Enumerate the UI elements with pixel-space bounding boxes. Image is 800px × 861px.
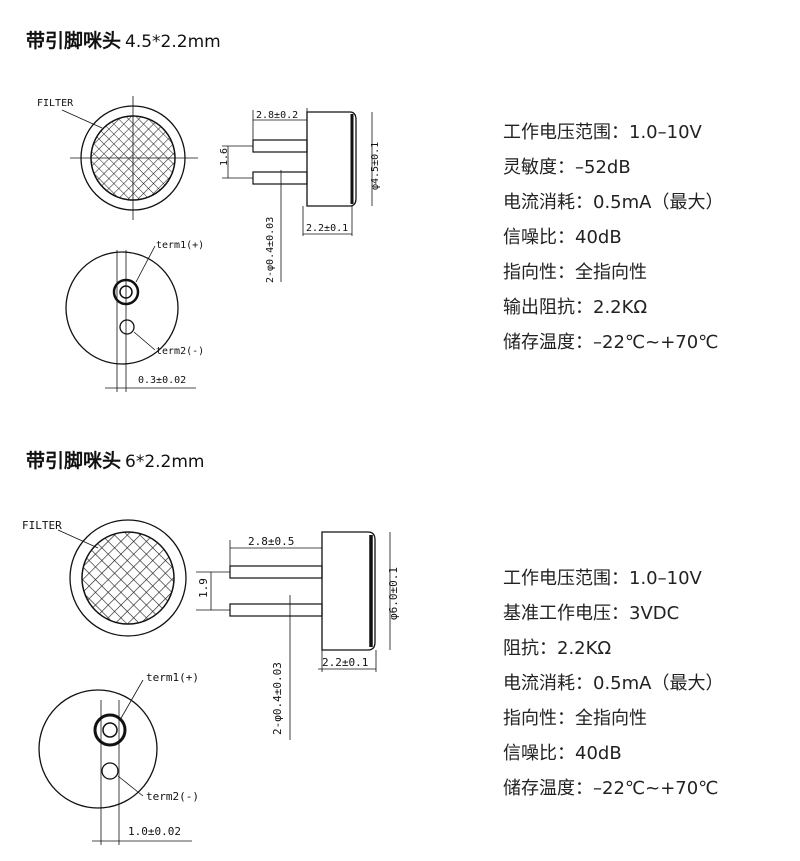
section1-height-label: 2.2±0.1 xyxy=(306,223,348,234)
section2-pin-length-label: 2.8±0.5 xyxy=(248,535,294,548)
section1-pin-length-label: 2.8±0.2 xyxy=(256,110,298,121)
section1-spec-list: 工作电压范围：1.0–10V 灵敏度：–52dB 电流消耗：0.5mA（最大） … xyxy=(503,115,723,360)
spec-item: 电流消耗：0.5mA（最大） xyxy=(503,673,724,694)
section1-dimension: 4.5*2.2mm xyxy=(125,32,221,52)
section2-pin-dia-label: 2-φ0.4±0.03 xyxy=(271,662,284,735)
section2-diameter-label: φ6.0±0.1 xyxy=(387,567,400,620)
spec-item: 储存温度：–22℃~+70℃ xyxy=(503,332,719,353)
spec-item: 基准工作电压：3VDC xyxy=(503,603,680,624)
section2-filter-label: FILTER xyxy=(22,519,62,532)
section1-diameter-label: φ4.5±0.1 xyxy=(370,142,381,190)
section1-pin-pitch-label: 0.3±0.02 xyxy=(138,375,186,386)
section2-term1-label: term1(+) xyxy=(146,671,199,684)
section1-title-text: 带引脚咪头 xyxy=(26,30,122,52)
spec-item: 灵敏度：–52dB xyxy=(503,157,631,178)
spec-item: 工作电压范围：1.0–10V xyxy=(503,122,702,143)
spec-item: 电流消耗：0.5mA（最大） xyxy=(503,192,724,213)
section2-pin-pitch-label: 1.0±0.02 xyxy=(128,825,181,838)
spec-item: 阻抗：2.2KΩ xyxy=(503,638,612,659)
spec-item: 指向性：全指向性 xyxy=(503,262,647,283)
section1-side-view: 2.8±0.2 1.6 φ4.5±0.1 2.2±0.1 2-φ0.4±0.03 xyxy=(219,108,381,283)
section1-term1-label: term1(+) xyxy=(156,240,204,251)
section1-filter-view: FILTER xyxy=(37,96,198,220)
section2-title-text: 带引脚咪头 xyxy=(26,450,122,472)
section1-filter-label: FILTER xyxy=(37,98,74,109)
spec-item: 信噪比：40dB xyxy=(503,743,622,764)
section1-spacing-label: 1.6 xyxy=(219,148,230,166)
section2-spacing-label: 1.9 xyxy=(197,578,210,598)
section2-term2-label: term2(-) xyxy=(146,790,199,803)
section1-pin-dia-label: 2-φ0.4±0.03 xyxy=(265,217,276,283)
section2-side-view: 2.8±0.5 1.9 φ6.0±0.1 2.2±0.1 2-φ0.4±0.03 xyxy=(196,531,400,740)
section1-term2-label: term2(-) xyxy=(156,346,204,357)
section2-filter-view: FILTER xyxy=(22,519,187,637)
spec-item: 工作电压范围：1.0–10V xyxy=(503,568,702,589)
spec-item: 信噪比：40dB xyxy=(503,227,622,248)
spec-item: 指向性：全指向性 xyxy=(503,708,647,729)
section2-spec-list: 工作电压范围：1.0–10V 基准工作电压：3VDC 阻抗：2.2KΩ 电流消耗… xyxy=(503,561,723,806)
spec-item: 储存温度：–22℃~+70℃ xyxy=(503,778,719,799)
section2-height-label: 2.2±0.1 xyxy=(322,656,368,669)
spec-item: 输出阻抗：2.2KΩ xyxy=(503,297,648,318)
section1-rear-view: term1(+) term2(-) 0.3±0.02 xyxy=(65,240,204,392)
section2-rear-view: term1(+) term2(-) 1.0±0.02 xyxy=(38,671,199,845)
section2-dimension: 6*2.2mm xyxy=(125,452,205,472)
